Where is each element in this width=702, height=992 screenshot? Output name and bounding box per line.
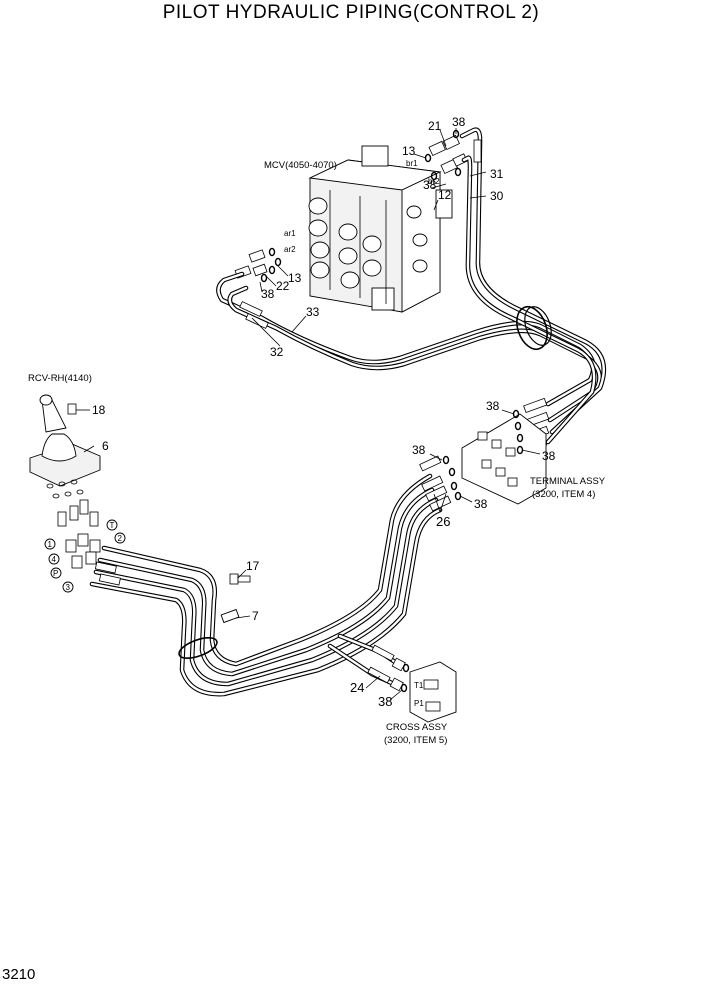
- terminal-assy-block: [442, 409, 547, 505]
- callout-7: 7: [252, 609, 259, 623]
- port-marker-t: T: [106, 519, 118, 531]
- callout-38-terminal-top: 38: [486, 399, 500, 413]
- callout-38-left: 38: [261, 287, 275, 301]
- callout-38-top: 38: [452, 115, 466, 129]
- port-label-ar1: ar1: [284, 229, 296, 238]
- callout-17: 17: [246, 559, 260, 573]
- callout-32: 32: [270, 345, 284, 359]
- cross-assy-label-line2: (3200, ITEM 5): [384, 735, 447, 746]
- rcv-port-markers: 1 4 P 3 T 2: [44, 519, 126, 593]
- svg-text:2: 2: [118, 534, 123, 543]
- rcv-joystick: [29, 394, 101, 569]
- callout-24: 24: [350, 680, 364, 695]
- page-title: PILOT HYDRAULIC PIPING(CONTROL 2): [162, 2, 540, 23]
- svg-text:1: 1: [48, 540, 53, 549]
- callout-31: 31: [490, 167, 504, 181]
- callout-38-terminal-right: 38: [542, 449, 556, 463]
- callout-22: 22: [276, 279, 290, 293]
- mcv-left-fittings: [234, 247, 282, 283]
- page-number: 3210: [2, 966, 36, 983]
- port-marker-2: 2: [114, 532, 126, 544]
- port-labels: br1 br2 ar1 ar2 T1 P1: [284, 159, 440, 708]
- callout-30: 30: [490, 189, 504, 203]
- callout-21: 21: [428, 119, 442, 133]
- assembly-labels: MCV(4050-4070) RCV-RH(4140) TERMINAL ASS…: [28, 160, 606, 746]
- port-label-ar2: ar2: [284, 245, 296, 254]
- mcv-valve-block: [308, 145, 453, 313]
- terminal-assy-label-line2: (3200, ITEM 4): [532, 489, 595, 500]
- svg-text:T: T: [110, 521, 115, 530]
- callout-38-terminal-left: 38: [412, 443, 426, 457]
- svg-text:4: 4: [52, 555, 57, 564]
- callout-12: 12: [438, 188, 452, 202]
- terminal-assy-label-line1: TERMINAL ASSY: [530, 476, 606, 487]
- callout-13-top: 13: [402, 144, 416, 158]
- callout-33: 33: [306, 305, 320, 319]
- svg-text:P: P: [53, 569, 58, 578]
- port-label-p1: P1: [414, 699, 424, 708]
- svg-text:3: 3: [66, 583, 71, 592]
- rcv-label: RCV-RH(4140): [28, 373, 92, 384]
- callout-38-cross: 38: [378, 694, 392, 709]
- leader-lines: [76, 128, 541, 701]
- mcv-label: MCV(4050-4070): [264, 160, 337, 171]
- port-label-t1: T1: [414, 681, 424, 690]
- callout-38-mcv: 38: [423, 178, 437, 192]
- port-label-br1: br1: [406, 159, 418, 168]
- port-marker-4: 4: [48, 553, 60, 565]
- callout-labels: 21 38 13 31 30 38 12 13 22 38 33 32 18 6…: [92, 115, 556, 709]
- callout-38-terminal-bottom: 38: [474, 497, 488, 511]
- port-marker-p: P: [50, 567, 62, 579]
- port-marker-1: 1: [44, 538, 56, 550]
- callout-13-left: 13: [288, 271, 302, 285]
- cross-assy-block: [400, 661, 457, 723]
- pipe-clamps: [178, 305, 552, 659]
- callout-18: 18: [92, 403, 106, 417]
- mcv-top-fittings: [424, 129, 468, 181]
- cross-assy-label-line1: CROSS ASSY: [386, 722, 448, 733]
- bolt-part-17: [229, 573, 251, 585]
- callout-6: 6: [102, 439, 109, 453]
- port-label-br2: br2: [428, 177, 440, 186]
- callout-26: 26: [436, 514, 450, 529]
- port-marker-3: 3: [62, 581, 74, 593]
